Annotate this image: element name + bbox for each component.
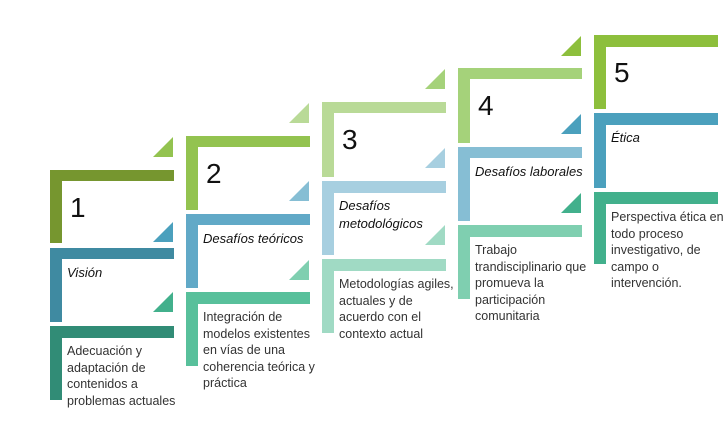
bracket-left-bar bbox=[50, 170, 62, 243]
corner-triangle-icon bbox=[289, 181, 309, 201]
bracket-top-bar bbox=[594, 113, 718, 125]
bracket-top-bar bbox=[594, 35, 718, 47]
step-description: Adecuación y adaptación de contenidos a … bbox=[67, 344, 176, 408]
bracket-left-bar bbox=[458, 225, 470, 299]
corner-triangle-icon bbox=[561, 114, 581, 134]
step-2-description-section: Integración de modelos existentes en vía… bbox=[186, 292, 315, 390]
step-1-title-section: Visión bbox=[50, 248, 174, 326]
step-5-description-section: Perspectiva ética en todo proceso invest… bbox=[594, 192, 724, 290]
bracket-top-bar bbox=[50, 326, 174, 338]
step-description: Integración de modelos existentes en vía… bbox=[203, 310, 315, 390]
step-title: Desafíos teóricos bbox=[203, 231, 304, 246]
bracket-left-bar bbox=[322, 102, 334, 177]
step-description: Trabajo trandisciplinario que promueva l… bbox=[475, 243, 587, 323]
bracket-left-bar bbox=[50, 248, 62, 322]
bracket-top-bar bbox=[594, 192, 718, 204]
bracket-left-bar bbox=[322, 259, 334, 333]
bracket-left-bar bbox=[458, 147, 470, 221]
bracket-top-bar bbox=[186, 292, 310, 304]
bracket-left-bar bbox=[594, 192, 606, 264]
bracket-left-bar bbox=[322, 181, 334, 255]
bracket-left-bar bbox=[50, 326, 62, 400]
bracket-top-bar bbox=[322, 102, 446, 113]
top-corner-triangle-icon bbox=[153, 137, 173, 157]
step-1-description-section: Adecuación y adaptación de contenidos a … bbox=[50, 326, 175, 408]
top-corner-triangle-icon bbox=[289, 103, 309, 123]
step-5-number-section: 5 bbox=[594, 35, 718, 113]
step-4-title-section: Desafíos laborales bbox=[458, 147, 583, 225]
bracket-left-bar bbox=[458, 68, 470, 143]
corner-triangle-icon bbox=[153, 222, 173, 242]
bracket-top-bar bbox=[322, 259, 446, 271]
corner-triangle-icon bbox=[153, 292, 173, 312]
top-corner-triangle-icon bbox=[561, 36, 581, 56]
corner-triangle-icon bbox=[289, 260, 309, 280]
step-description: Metodologías agiles, actuales y de acuer… bbox=[339, 277, 454, 341]
bracket-top-bar bbox=[50, 248, 174, 259]
bracket-left-bar bbox=[186, 292, 198, 366]
bracket-top-bar bbox=[186, 214, 310, 225]
step-title: Desafíos laborales bbox=[475, 164, 583, 179]
bracket-top-bar bbox=[458, 68, 582, 79]
step-3-description-section: Metodologías agiles, actuales y de acuer… bbox=[322, 259, 454, 341]
step-4-number-section: 4 bbox=[458, 68, 582, 146]
step-title: Ética bbox=[611, 130, 640, 145]
step-2-number-section: 2 bbox=[186, 136, 310, 214]
step-4-description-section: Trabajo trandisciplinario que promueva l… bbox=[458, 225, 586, 323]
bracket-top-bar bbox=[458, 147, 582, 158]
step-number: 3 bbox=[342, 124, 358, 155]
top-corner-triangle-icon bbox=[425, 69, 445, 89]
step-number: 2 bbox=[206, 158, 222, 189]
step-title: Desafíos metodológicos bbox=[339, 198, 423, 231]
step-3-title-section: Desafíos metodológicos bbox=[322, 181, 446, 259]
step-3-number-section: 3 bbox=[322, 102, 446, 180]
step-1-number-section: 1 bbox=[50, 170, 174, 248]
step-description: Perspectiva ética en todo proceso invest… bbox=[611, 210, 724, 290]
step-number: 4 bbox=[478, 90, 494, 121]
bracket-top-bar bbox=[322, 181, 446, 193]
bracket-left-bar bbox=[186, 136, 198, 210]
step-title: Visión bbox=[67, 265, 103, 280]
bracket-left-bar bbox=[594, 35, 606, 109]
corner-triangle-icon bbox=[561, 193, 581, 213]
step-number: 1 bbox=[70, 192, 86, 223]
corner-triangle-icon bbox=[425, 148, 445, 168]
step-number: 5 bbox=[614, 57, 630, 88]
bracket-top-bar bbox=[50, 170, 174, 181]
step-2-title-section: Desafíos teóricos bbox=[186, 214, 310, 292]
bracket-top-bar bbox=[458, 225, 582, 237]
bracket-left-bar bbox=[186, 214, 198, 288]
corner-triangle-icon bbox=[425, 225, 445, 245]
bracket-left-bar bbox=[594, 113, 606, 188]
step-5-title-section: Ética bbox=[594, 113, 718, 191]
bracket-top-bar bbox=[186, 136, 310, 147]
